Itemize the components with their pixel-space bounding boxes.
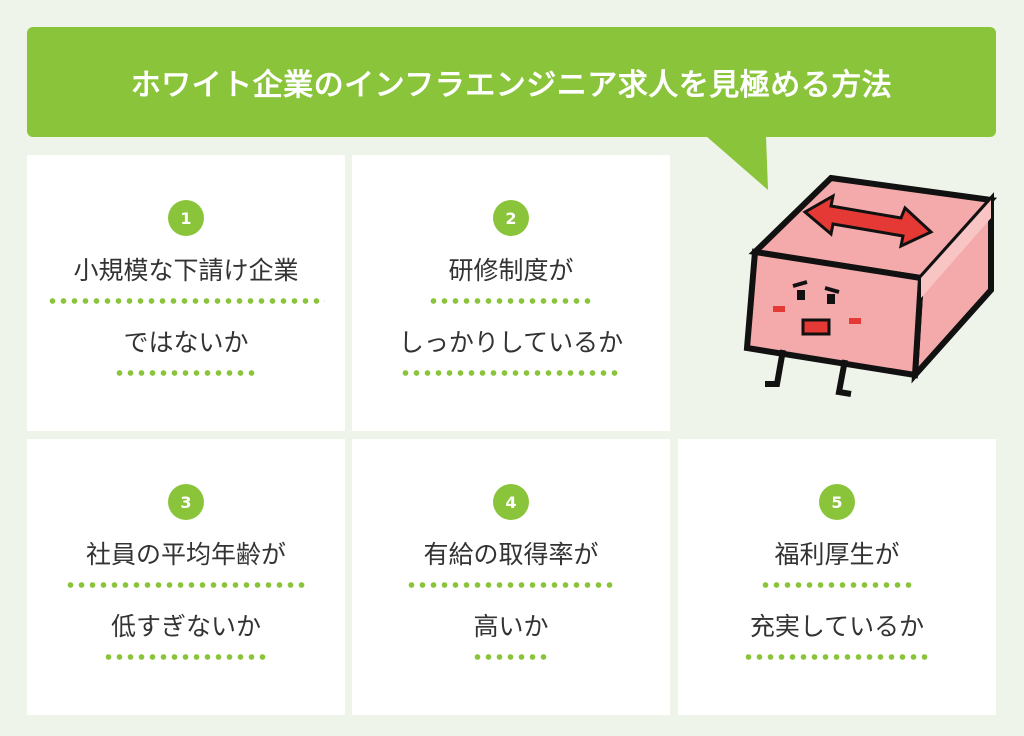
page-title: ホワイト企業のインフラエンジニア求人を見極める方法 — [130, 68, 893, 103]
pink-box-character-icon — [743, 174, 998, 397]
dotted-underline — [400, 370, 622, 376]
card-1: 1 小規模な下請け企業 ではないか — [27, 155, 345, 431]
number-badge: 2 — [493, 200, 529, 236]
card-3: 3 社員の平均年齢が 低すぎないか — [27, 439, 345, 715]
card-text-line1: 有給の取得率が — [423, 540, 599, 569]
number-badge: 3 — [168, 484, 204, 520]
speech-bubble-tail — [706, 136, 768, 190]
dotted-underline — [472, 654, 550, 660]
dotted-underline — [406, 582, 616, 588]
dotted-underline — [114, 370, 258, 376]
number-badge: 4 — [493, 484, 529, 520]
number-badge: 5 — [819, 484, 855, 520]
card-text-line1: 社員の平均年齢が — [85, 540, 286, 569]
title-banner: ホワイト企業のインフラエンジニア求人を見極める方法 — [27, 27, 996, 137]
card-text-line2: しっかりしているか — [398, 328, 624, 357]
dotted-underline — [103, 654, 269, 660]
double-arrow-icon — [802, 193, 934, 249]
dotted-underline — [47, 298, 325, 304]
dotted-underline — [743, 654, 931, 660]
dotted-underline — [759, 582, 915, 588]
card-text-line1: 研修制度が — [448, 256, 574, 285]
card-text-line1: 小規模な下請け企業 — [73, 256, 299, 285]
dotted-underline — [64, 582, 308, 588]
card-text-line2: 低すぎないか — [110, 612, 261, 641]
card-4: 4 有給の取得率が 高いか — [352, 439, 670, 715]
card-text-line2: 高いか — [473, 612, 549, 641]
card-5: 5 福利厚生が 充実しているか — [678, 439, 996, 715]
card-text-line1: 福利厚生が — [774, 540, 900, 569]
number-badge: 1 — [168, 200, 204, 236]
dotted-underline — [428, 298, 594, 304]
eyes — [792, 280, 840, 304]
card-2: 2 研修制度が しっかりしているか — [352, 155, 670, 431]
card-text-line2: 充実しているか — [749, 612, 925, 641]
card-text-line2: ではないか — [123, 328, 249, 357]
